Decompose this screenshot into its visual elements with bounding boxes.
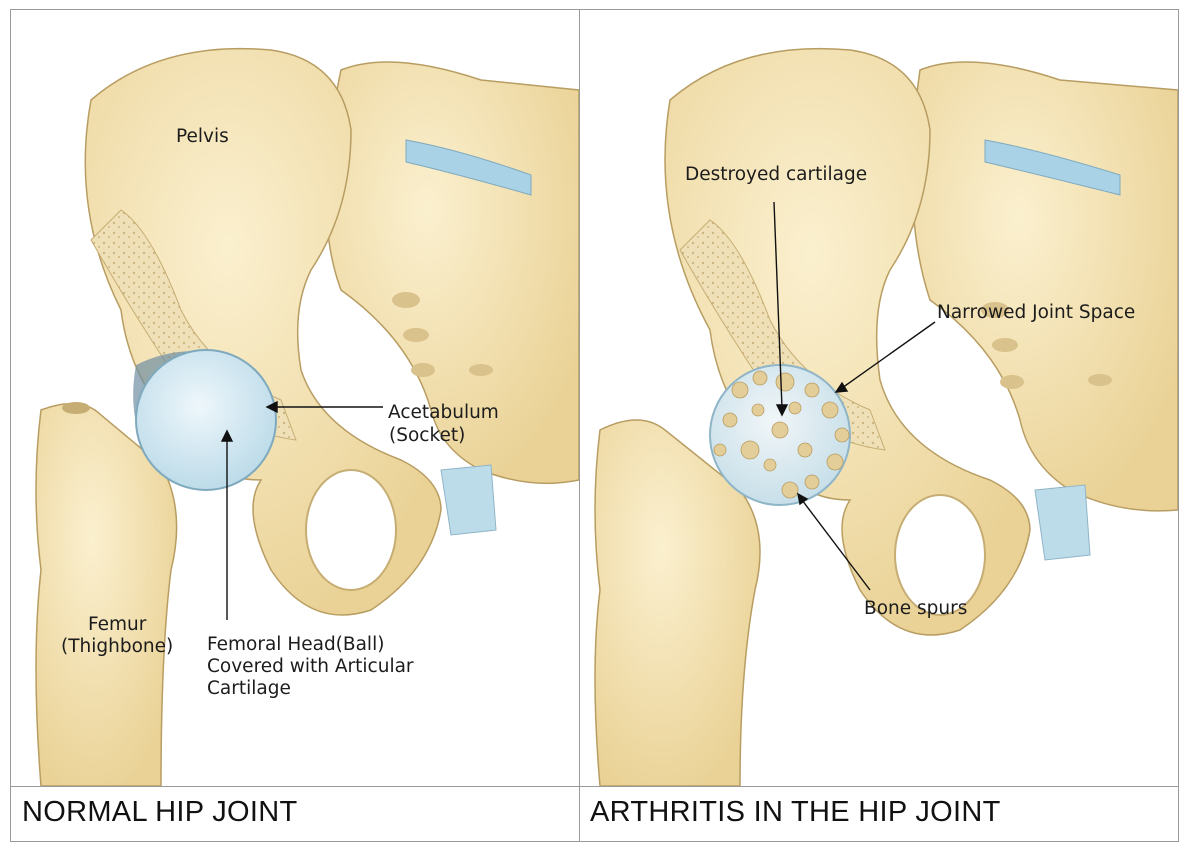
label-acetabulum: Acetabulum	[388, 402, 499, 423]
label-femoral-head-2: Covered with Articular	[207, 656, 414, 677]
label-destroyed-cartilage: Destroyed cartilage	[685, 164, 868, 185]
sacrum	[911, 61, 1178, 512]
normal-hip-illustration	[35, 47, 579, 786]
caption-arthritis-hip: ARTHRITIS IN THE HIP JOINT	[590, 796, 1001, 828]
label-femoral-head-3: Cartilage	[207, 678, 291, 699]
arthritic-femoral-head	[709, 364, 851, 506]
caption-normal-hip: NORMAL HIP JOINT	[22, 796, 298, 828]
caption-divider	[10, 786, 1179, 787]
arthritis-hip-panel: Destroyed cartilage Narrowed Joint Space…	[580, 10, 1178, 786]
figure-frame	[10, 9, 1179, 842]
label-thighbone: (Thighbone)	[61, 636, 174, 657]
panel-divider	[579, 9, 580, 842]
femoral-head	[133, 349, 277, 491]
normal-hip-panel: Pelvis Acetabulum (Socket) Femur (Thighb…	[11, 10, 579, 786]
label-socket: (Socket)	[389, 425, 466, 446]
sacrum	[325, 61, 579, 485]
label-pelvis: Pelvis	[176, 126, 229, 147]
label-femoral-head-1: Femoral Head(Ball)	[207, 634, 385, 655]
label-femur: Femur	[88, 614, 147, 635]
normal-leader-lines	[220, 400, 383, 620]
label-narrowed-joint-space: Narrowed Joint Space	[937, 302, 1136, 323]
arthritis-leader-lines	[773, 201, 936, 591]
label-bone-spurs: Bone spurs	[864, 598, 968, 619]
arthritis-hip-illustration	[594, 47, 1178, 786]
